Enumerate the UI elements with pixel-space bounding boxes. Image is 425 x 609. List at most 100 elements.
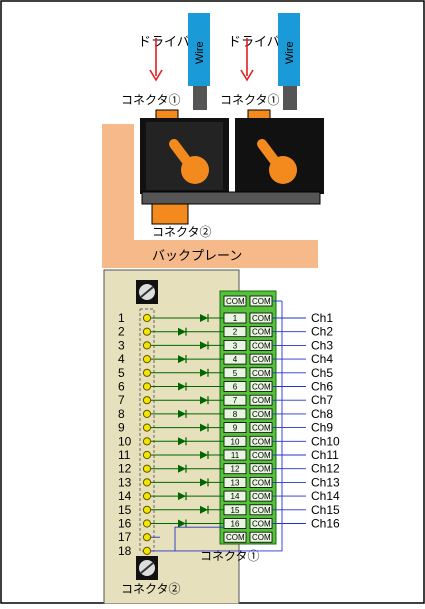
terminal-number: 14	[231, 492, 240, 501]
terminal-number: 8	[233, 410, 238, 419]
wire-cable	[188, 13, 210, 86]
com-label: COM	[252, 424, 271, 433]
terminal-number: 5	[233, 369, 238, 378]
terminal-number: 10	[231, 437, 240, 446]
com-label: COM	[252, 478, 271, 487]
pin-number: 12	[118, 462, 132, 476]
screw-top	[136, 280, 158, 304]
screw-bottom	[136, 556, 158, 580]
com-label: COM	[252, 437, 271, 446]
pin-dot	[142, 409, 152, 418]
diode-icon	[200, 314, 208, 322]
terminal-number: 3	[233, 341, 238, 350]
connector2-board-label: コネクタ②	[121, 582, 181, 596]
pin-number: 17	[118, 530, 132, 544]
pin18-wire	[151, 526, 224, 552]
diode-icon	[200, 478, 208, 487]
pin-number: 10	[118, 434, 132, 448]
pin-number: 13	[118, 475, 132, 489]
diode-icon	[178, 327, 186, 336]
channel-label: Ch3	[311, 338, 333, 352]
channel-label: Ch6	[311, 380, 333, 394]
diode-icon	[200, 505, 208, 514]
channel-label: Ch15	[311, 503, 340, 517]
pin-number: 9	[118, 421, 125, 435]
driver-base-plate	[141, 191, 321, 205]
terminal-number: 13	[231, 478, 240, 487]
pin-number: 3	[118, 338, 125, 352]
channel-label: Ch16	[311, 517, 340, 531]
terminal-number: 16	[231, 520, 240, 529]
terminal-number: 12	[231, 465, 240, 474]
com-label: COM	[252, 492, 271, 501]
channel-label: Ch9	[311, 421, 333, 435]
pin-dot	[142, 423, 152, 432]
com-terminal	[223, 531, 247, 543]
connector1-board-label: コネクタ①	[200, 549, 260, 563]
pin-number: 15	[118, 503, 132, 517]
diode-icon	[178, 409, 186, 418]
backplane-shape	[102, 124, 318, 268]
wire-cable	[278, 13, 300, 86]
connector2-top-label: コネクタ②	[152, 225, 212, 239]
pin-dot	[142, 492, 152, 501]
pin-dot	[142, 355, 152, 364]
pin-number: 11	[118, 448, 131, 462]
channel-label: Ch1	[311, 311, 333, 325]
com-label: COM	[252, 314, 271, 323]
channel-label: Ch11	[311, 448, 339, 462]
diode-icon	[178, 492, 186, 501]
com-label: COM	[252, 297, 271, 306]
com-label: COM	[252, 533, 271, 542]
driver-label: ドライバ	[138, 34, 190, 49]
pin-number: 4	[118, 352, 125, 366]
diode-icon	[200, 368, 208, 377]
driver-label: ドライバ	[228, 34, 280, 49]
pin-dot	[142, 327, 152, 336]
connector2-block	[151, 203, 189, 225]
pin-dot	[142, 437, 152, 446]
wire-label: Wire	[194, 41, 206, 64]
pin-number: 5	[118, 366, 125, 380]
backplane: バックプレーン	[102, 124, 318, 268]
terminal-number: 6	[233, 383, 238, 392]
channel-label: Ch8	[311, 407, 333, 421]
com-label: COM	[252, 396, 271, 405]
pin-dot	[142, 368, 152, 377]
com-label: COM	[252, 506, 271, 515]
pin-dot	[142, 546, 152, 556]
channel-label: Ch14	[311, 489, 340, 503]
diode-icon	[200, 396, 208, 405]
com-label: COM	[252, 355, 271, 364]
com-return-wire	[175, 545, 283, 552]
com-label: COM	[252, 520, 271, 529]
wiring-board: コネクタ② コネクタ① 123456789101112131415161718 …	[103, 269, 340, 605]
diode-icon	[200, 423, 208, 432]
pin-number: 16	[118, 517, 132, 531]
pin-dot	[142, 313, 152, 323]
wires-layer: Ch1Ch2Ch3Ch4Ch5Ch6Ch7Ch8Ch9Ch10Ch11Ch12C…	[151, 300, 340, 552]
terminal-number: 15	[231, 506, 240, 515]
pin-number: 14	[118, 489, 132, 503]
pin-number: 2	[118, 325, 125, 339]
pin-number: 8	[118, 407, 125, 421]
com-label: COM	[252, 328, 271, 337]
diode-icon	[200, 451, 208, 459]
com-label: COM	[226, 297, 245, 306]
terminal-number: 4	[233, 355, 238, 364]
terminal-number: 7	[233, 396, 238, 405]
pin-dot	[142, 478, 152, 487]
screw-slot	[140, 286, 154, 298]
driver-connector	[155, 109, 179, 120]
driver-connector	[247, 109, 271, 120]
diode-icon	[178, 464, 186, 473]
board-panel	[103, 269, 240, 605]
com-label: COM	[252, 383, 271, 392]
pin-number: 6	[118, 380, 125, 394]
terminal-number: 9	[233, 424, 238, 433]
knob-icon	[269, 156, 297, 184]
diode-icon	[178, 355, 186, 364]
wire-plug	[283, 86, 297, 110]
